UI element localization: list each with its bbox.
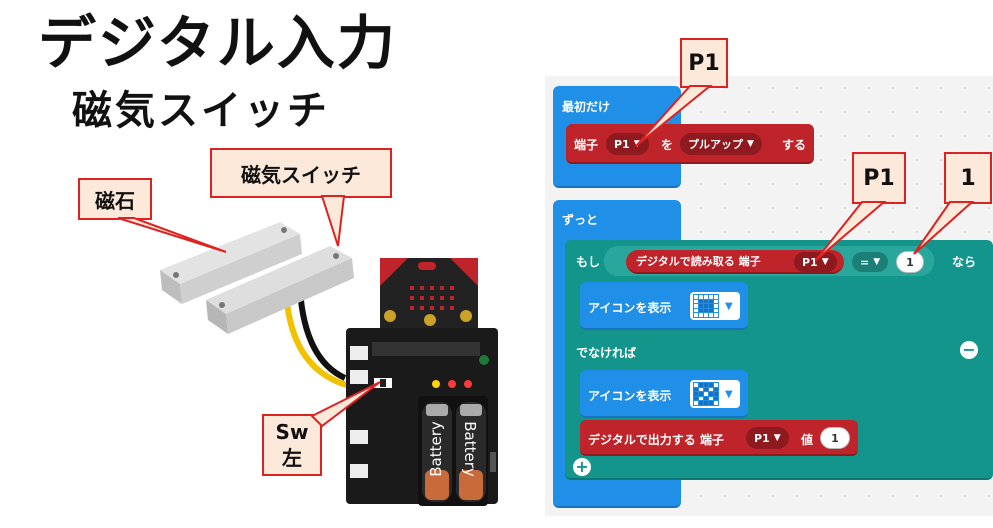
- callout-switch: 磁気スイッチ: [210, 148, 392, 198]
- battery-label-2: Battery: [461, 421, 479, 477]
- compare-value-input[interactable]: 1: [896, 251, 924, 273]
- digital-write-block[interactable]: [580, 420, 858, 456]
- remove-else-icon[interactable]: −: [960, 341, 978, 359]
- chevron-down-icon: ▼: [725, 300, 733, 312]
- chevron-down-icon: ▼: [633, 139, 641, 149]
- add-else-if-icon[interactable]: +: [573, 458, 591, 476]
- hardware-illustration: [160, 222, 498, 506]
- wire-yellow: [283, 289, 351, 389]
- read-pin-value: P1: [802, 255, 818, 269]
- callout-magnet-text: 磁石: [95, 188, 135, 213]
- callout-one: 1: [944, 152, 992, 204]
- callout-switch-text: 磁気スイッチ: [241, 162, 361, 187]
- value-label: 値: [801, 433, 814, 447]
- read-pin-dropdown[interactable]: P1▼: [794, 252, 837, 272]
- icon-picker-2[interactable]: ▼: [690, 380, 740, 408]
- page-title: デジタル入力: [38, 9, 397, 77]
- on-start-label: 最初だけ: [562, 100, 611, 114]
- callout-p1-mid: P1: [852, 152, 906, 204]
- callout-sw-line1: Sw: [275, 420, 309, 444]
- callout-magnet: 磁石: [78, 178, 152, 220]
- digital-write-label: デジタルで出力する 端子: [588, 433, 724, 447]
- set-pull-suffix: する: [782, 138, 807, 152]
- compare-value: 1: [906, 255, 914, 269]
- set-pull-prefix: 端子: [574, 138, 599, 152]
- magnetic-switch-shape: [206, 246, 354, 334]
- write-value-input[interactable]: 1: [820, 427, 850, 449]
- write-pin-dropdown[interactable]: P1▼: [746, 427, 789, 449]
- digital-read-label: デジタルで読み取る 端子: [636, 255, 761, 268]
- battery-label-1: Battery: [427, 421, 445, 477]
- show-icon-label-1: アイコンを表示: [588, 301, 672, 315]
- compare-op-dropdown[interactable]: =▼: [852, 252, 889, 272]
- set-pull-pin-dropdown[interactable]: P1▼: [606, 133, 649, 155]
- set-pull-pin-value: P1: [614, 137, 630, 151]
- microbit-board: [380, 258, 478, 330]
- write-pin-value: P1: [754, 431, 770, 445]
- then-label: なら: [952, 255, 977, 269]
- magnet-shape: [160, 222, 302, 304]
- callout-p1-top: P1: [680, 38, 728, 88]
- chevron-down-icon: ▼: [747, 139, 754, 149]
- callout-sw-line2: 左: [282, 446, 302, 470]
- chevron-down-icon: ▼: [873, 257, 881, 267]
- callout-p1-mid-text: P1: [863, 165, 895, 191]
- else-label: でなければ: [576, 346, 637, 360]
- pull-mode-dropdown[interactable]: プルアップ ▼: [680, 133, 762, 155]
- callout-p1-top-text: P1: [688, 50, 720, 76]
- chevron-down-icon: ▼: [773, 433, 781, 443]
- chevron-down-icon: ▼: [821, 257, 829, 267]
- callout-one-text: 1: [960, 165, 976, 191]
- show-icon-label-2: アイコンを表示: [588, 389, 672, 403]
- icon-square-preview: [693, 294, 719, 318]
- wire-black: [297, 289, 347, 381]
- show-icon-block-1[interactable]: [580, 282, 748, 330]
- set-pull-particle: を: [661, 138, 674, 152]
- battery-holder: [418, 396, 488, 506]
- compare-op-value: =: [860, 255, 870, 269]
- icon-x-preview: [693, 382, 719, 406]
- write-value: 1: [831, 431, 839, 445]
- chevron-down-icon: ▼: [725, 388, 733, 400]
- icon-picker-1[interactable]: ▼: [690, 292, 740, 320]
- if-label: もし: [576, 255, 601, 269]
- page-subtitle: 磁気スイッチ: [72, 88, 330, 134]
- callout-sw: Sw 左: [262, 414, 322, 476]
- forever-label: ずっと: [562, 213, 599, 227]
- pull-mode-value: プルアップ: [688, 138, 743, 151]
